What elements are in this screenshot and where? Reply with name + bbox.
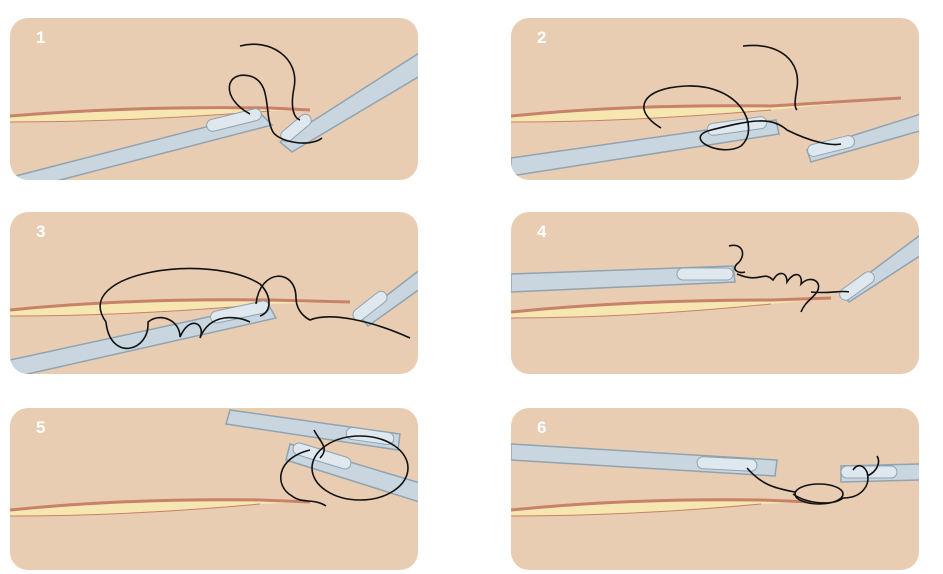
wound-edge-icon xyxy=(10,300,350,316)
needle-holder-icon xyxy=(511,266,735,292)
step-panel-3: 3 xyxy=(10,212,418,374)
step-panel-1: 1 xyxy=(10,18,418,180)
wound-edge-icon xyxy=(511,98,901,122)
step-number: 2 xyxy=(537,28,546,48)
step-number: 4 xyxy=(537,222,546,242)
forceps-icon xyxy=(226,410,400,450)
forceps-icon xyxy=(351,262,418,326)
forceps-icon xyxy=(837,230,919,303)
forceps-icon xyxy=(806,114,919,162)
forceps-icon xyxy=(841,464,919,482)
step-panel-6: 6 xyxy=(511,408,919,570)
step-number: 5 xyxy=(36,418,45,438)
step-panel-4: 4 xyxy=(511,212,919,374)
step-panel-5: 5 xyxy=(10,408,418,570)
step-panel-2: 2 xyxy=(511,18,919,180)
needle-holder-icon xyxy=(511,444,777,476)
step-number: 1 xyxy=(36,28,45,48)
wound-edge-icon xyxy=(511,298,831,318)
wound-edge-icon xyxy=(511,500,811,516)
step-number: 6 xyxy=(537,418,546,438)
step-number: 3 xyxy=(36,222,45,242)
forceps-icon xyxy=(278,46,418,152)
wound-edge-icon xyxy=(10,500,310,516)
needle-holder-icon xyxy=(511,116,779,176)
